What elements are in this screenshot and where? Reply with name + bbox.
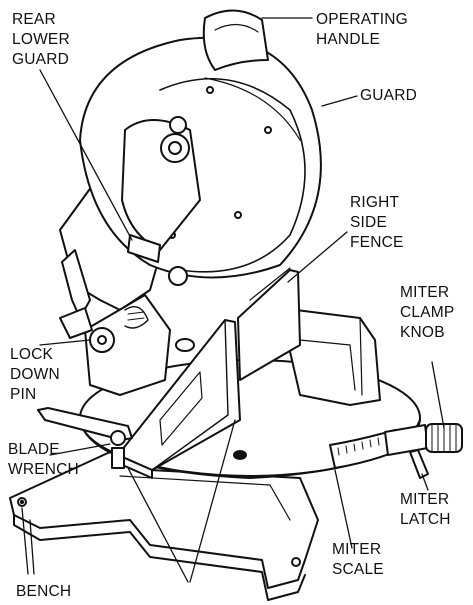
label-rear-lower-guard: REAR LOWER GUARD (12, 10, 70, 70)
blade-wrench (37, 407, 133, 469)
label-miter-clamp-knob-line-2: CLAMP (400, 304, 455, 321)
label-miter-latch-line-1: MITER (400, 491, 450, 508)
label-guard-line-1: GUARD (360, 87, 417, 104)
label-rear-lower-guard-line-2: LOWER (12, 31, 70, 48)
base-plate (9, 451, 319, 601)
leader-fence-2 (189, 419, 236, 583)
label-miter-latch: MITER LATCH (400, 490, 451, 530)
label-right-side-fence-line-2: SIDE (350, 214, 387, 231)
right-side-fence (237, 267, 301, 381)
label-bench-line-1: BENCH (16, 583, 72, 600)
leader-miter-latch (421, 473, 429, 491)
leader-blade-wrench (49, 443, 111, 456)
label-miter-latch-line-2: LATCH (400, 511, 451, 528)
label-miter-clamp-knob-line-3: KNOB (400, 324, 445, 341)
miter-clamp-knob (384, 423, 463, 456)
label-miter-scale: MITER SCALE (332, 540, 384, 580)
label-blade-wrench: BLADE WRENCH (8, 440, 79, 480)
label-right-side-fence: RIGHT SIDE FENCE (350, 193, 404, 253)
leader-lines (21, 17, 445, 583)
leader-right-side-fence (287, 231, 348, 283)
operating-handle (202, 9, 269, 71)
miter-latch (409, 449, 429, 479)
label-blade-wrench-line-2: WRENCH (8, 461, 79, 478)
label-miter-clamp-knob-line-1: MITER (400, 284, 450, 301)
leader-fence-1 (127, 467, 189, 583)
leader-bench-1 (21, 507, 29, 575)
leader-bench-2 (29, 519, 35, 575)
label-operating-handle-line-1: OPERATING (316, 11, 408, 28)
right-base-block (279, 307, 381, 406)
leader-guard (321, 95, 358, 107)
label-rear-lower-guard-line-1: REAR (12, 11, 56, 28)
leader-miter-scale (334, 469, 353, 549)
label-lock-down-pin-line-2: DOWN (10, 366, 60, 383)
label-guard: GUARD (360, 86, 417, 106)
label-operating-handle: OPERATING HANDLE (316, 10, 408, 50)
label-lock-down-pin-line-1: LOCK (10, 346, 54, 363)
label-operating-handle-line-2: HANDLE (316, 31, 381, 48)
label-right-side-fence-line-1: RIGHT (350, 194, 400, 211)
leader-rear-lower-guard (39, 69, 133, 241)
leader-miter-clamp-knob (431, 361, 445, 429)
label-bench: BENCH (16, 582, 71, 602)
label-miter-scale-line-1: MITER (332, 541, 382, 558)
leader-lock-down-pin (39, 339, 91, 346)
label-blade-wrench-line-1: BLADE (8, 441, 60, 458)
label-rear-lower-guard-line-3: GUARD (12, 51, 69, 68)
saw-arm (59, 174, 171, 396)
rear-lower-guard (121, 116, 201, 286)
label-miter-clamp-knob: MITER CLAMP KNOB (400, 283, 454, 343)
label-lock-down-pin: LOCK DOWN PIN (10, 345, 60, 405)
label-miter-scale-line-2: SCALE (332, 561, 384, 578)
label-lock-down-pin-line-3: PIN (10, 386, 37, 403)
label-right-side-fence-line-3: FENCE (350, 234, 404, 251)
